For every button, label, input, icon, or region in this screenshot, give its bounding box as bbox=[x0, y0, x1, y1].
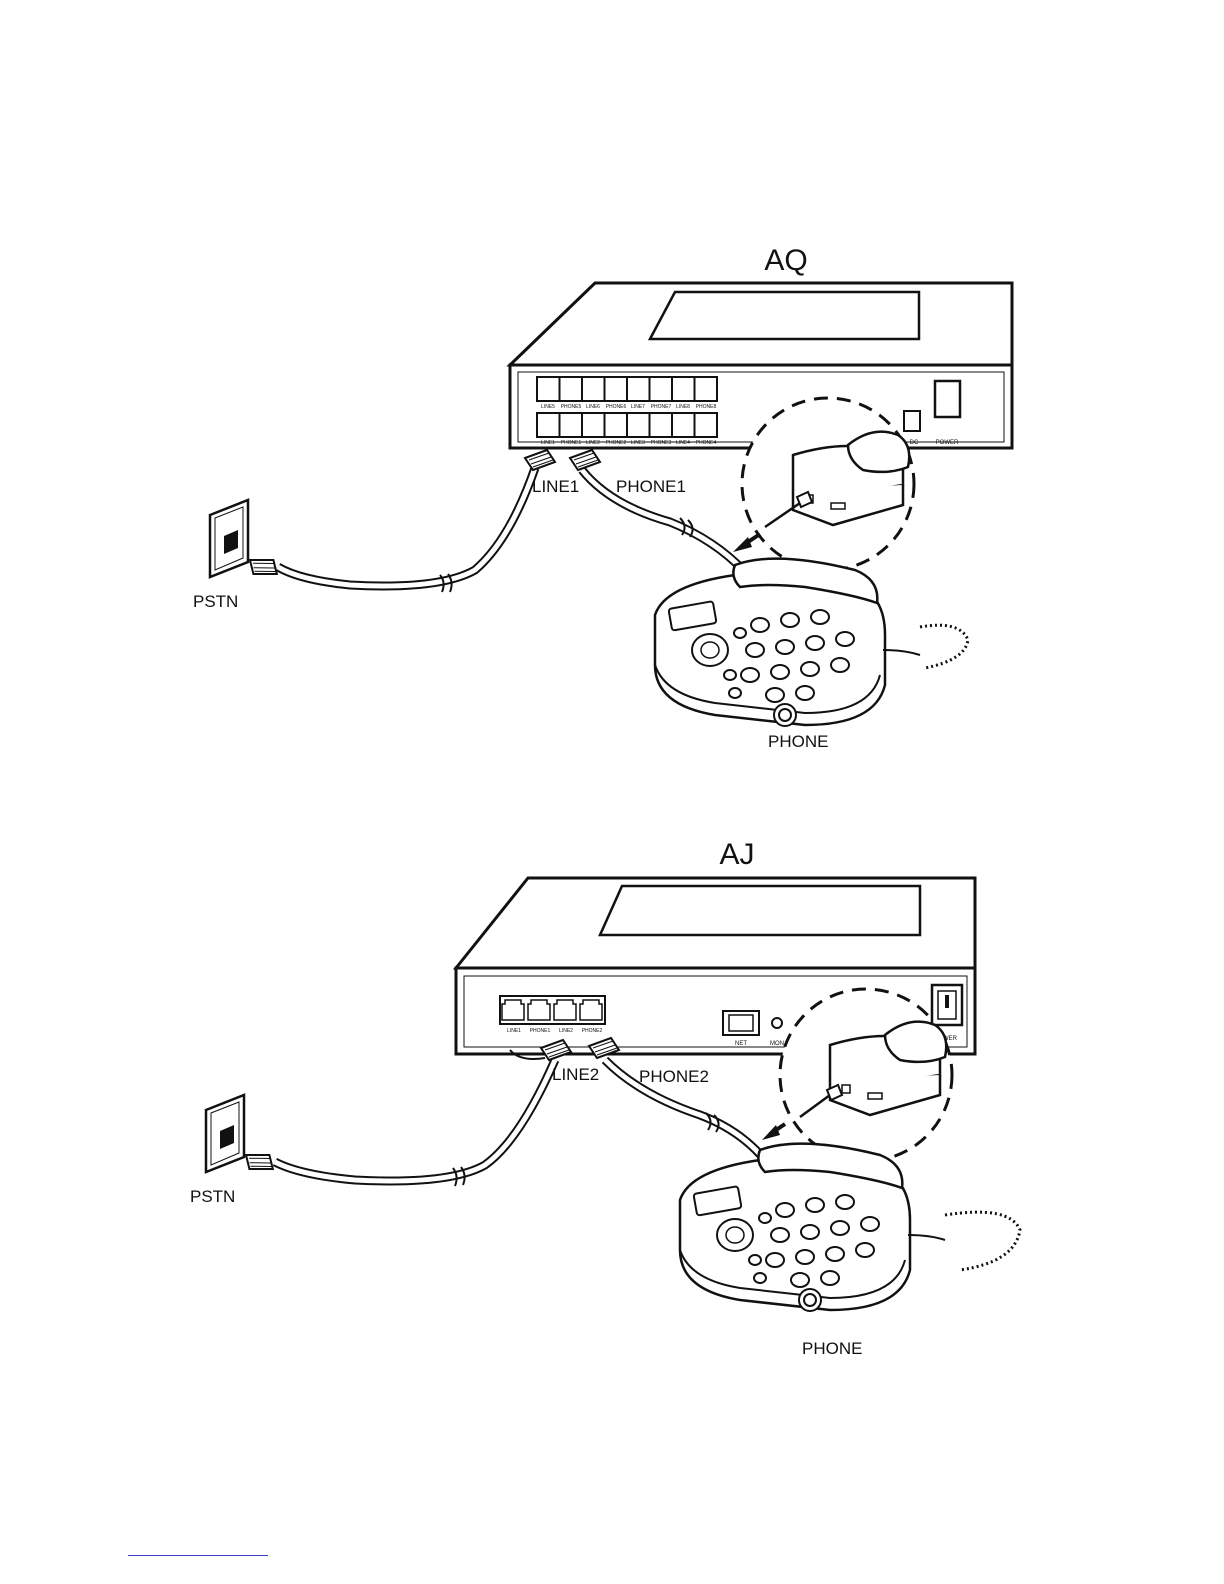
port-label: LINE8 bbox=[676, 404, 690, 410]
port-label: PHONE8 bbox=[696, 404, 717, 410]
line-port-label: LINE1 bbox=[532, 477, 579, 496]
port-label: LINE2 bbox=[559, 1028, 573, 1034]
mon-label: MON bbox=[770, 1041, 784, 1047]
dc-jack bbox=[904, 411, 920, 431]
port-label: PHONE4 bbox=[696, 440, 717, 446]
pstn-label: PSTN bbox=[190, 1187, 235, 1206]
port-label: LINE1 bbox=[541, 440, 555, 446]
pstn-label: PSTN bbox=[193, 592, 238, 611]
power-switch bbox=[935, 381, 960, 417]
port-label: PHONE2 bbox=[582, 1028, 603, 1034]
port-label: PHONE1 bbox=[561, 440, 582, 446]
telephone-icon bbox=[655, 559, 920, 726]
port-label: LINE7 bbox=[631, 404, 645, 410]
port-label: PHONE2 bbox=[606, 440, 627, 446]
port-label: LINE1 bbox=[507, 1028, 521, 1034]
line-port-label: LINE2 bbox=[552, 1065, 599, 1084]
port-label: LINE3 bbox=[631, 440, 645, 446]
port-label: PHONE7 bbox=[651, 404, 672, 410]
dc-label: DC bbox=[910, 440, 919, 446]
telephone-icon bbox=[680, 1144, 945, 1311]
wall-socket-icon bbox=[210, 500, 248, 577]
mon-led bbox=[772, 1018, 782, 1028]
net-label: NET bbox=[735, 1041, 747, 1047]
wall-socket-icon bbox=[206, 1095, 244, 1172]
diagram-aj: AJ LINE1 PHONE1 LINE2 PHONE2 NET MON W bbox=[190, 838, 1020, 1358]
diagram-aq: AQ LINE5 PHONE5 LINE6 PHONE6 LINE7 PHONE… bbox=[193, 244, 1012, 751]
port-label: LINE2 bbox=[586, 440, 600, 446]
port-label: PHONE5 bbox=[561, 404, 582, 410]
port-label: PHONE3 bbox=[651, 440, 672, 446]
port-label: LINE4 bbox=[676, 440, 690, 446]
power-label: POWER bbox=[936, 440, 959, 446]
phone-port-label: PHONE1 bbox=[616, 477, 686, 496]
phone-port-label: PHONE2 bbox=[639, 1067, 709, 1086]
port-label: LINE6 bbox=[586, 404, 600, 410]
port-label: PHONE6 bbox=[606, 404, 627, 410]
phone-label: PHONE bbox=[802, 1339, 862, 1358]
port-label: LINE5 bbox=[541, 404, 555, 410]
port-label: PHONE1 bbox=[530, 1028, 551, 1034]
diagram-title-aq: AQ bbox=[764, 244, 807, 277]
phone-label: PHONE bbox=[768, 732, 828, 751]
diagram-title-aj: AJ bbox=[719, 838, 754, 871]
footer-rule bbox=[128, 1555, 268, 1556]
